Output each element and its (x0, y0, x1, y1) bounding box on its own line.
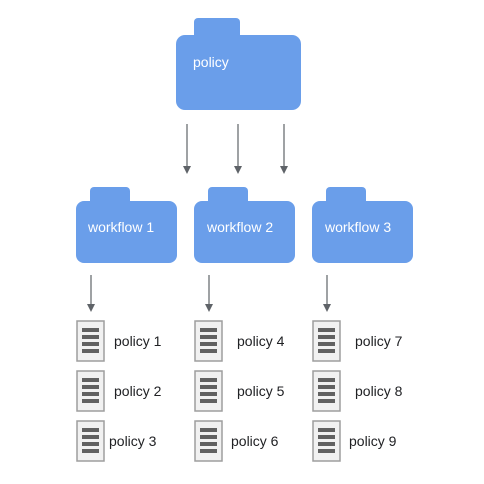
document-icon (312, 370, 341, 412)
policy-2-label: policy 2 (114, 383, 162, 399)
workflow-1-label: workflow 1 (88, 219, 155, 235)
root-folder-icon (176, 18, 301, 110)
policy-3-label: policy 3 (109, 433, 157, 449)
document-icon (194, 370, 223, 412)
workflow-3-label: workflow 3 (325, 219, 392, 235)
document-icon (194, 420, 223, 462)
workflow-3-folder-icon (312, 187, 413, 263)
policy-1-label: policy 1 (114, 333, 162, 349)
policy-9-label: policy 9 (349, 433, 397, 449)
policy-7-label: policy 7 (355, 333, 403, 349)
document-icon (76, 320, 105, 362)
policy-4-label: policy 4 (237, 333, 285, 349)
workflow-2-folder-icon (194, 187, 295, 263)
document-icon (76, 420, 105, 462)
policy-5-label: policy 5 (237, 383, 285, 399)
document-icon (312, 320, 341, 362)
document-icon (76, 370, 105, 412)
document-icon (312, 420, 341, 462)
root-folder-label: policy (193, 54, 229, 70)
workflow-1-folder-icon (76, 187, 177, 263)
policy-6-label: policy 6 (231, 433, 279, 449)
workflow-2-label: workflow 2 (207, 219, 274, 235)
document-icon (194, 320, 223, 362)
policy-8-label: policy 8 (355, 383, 403, 399)
